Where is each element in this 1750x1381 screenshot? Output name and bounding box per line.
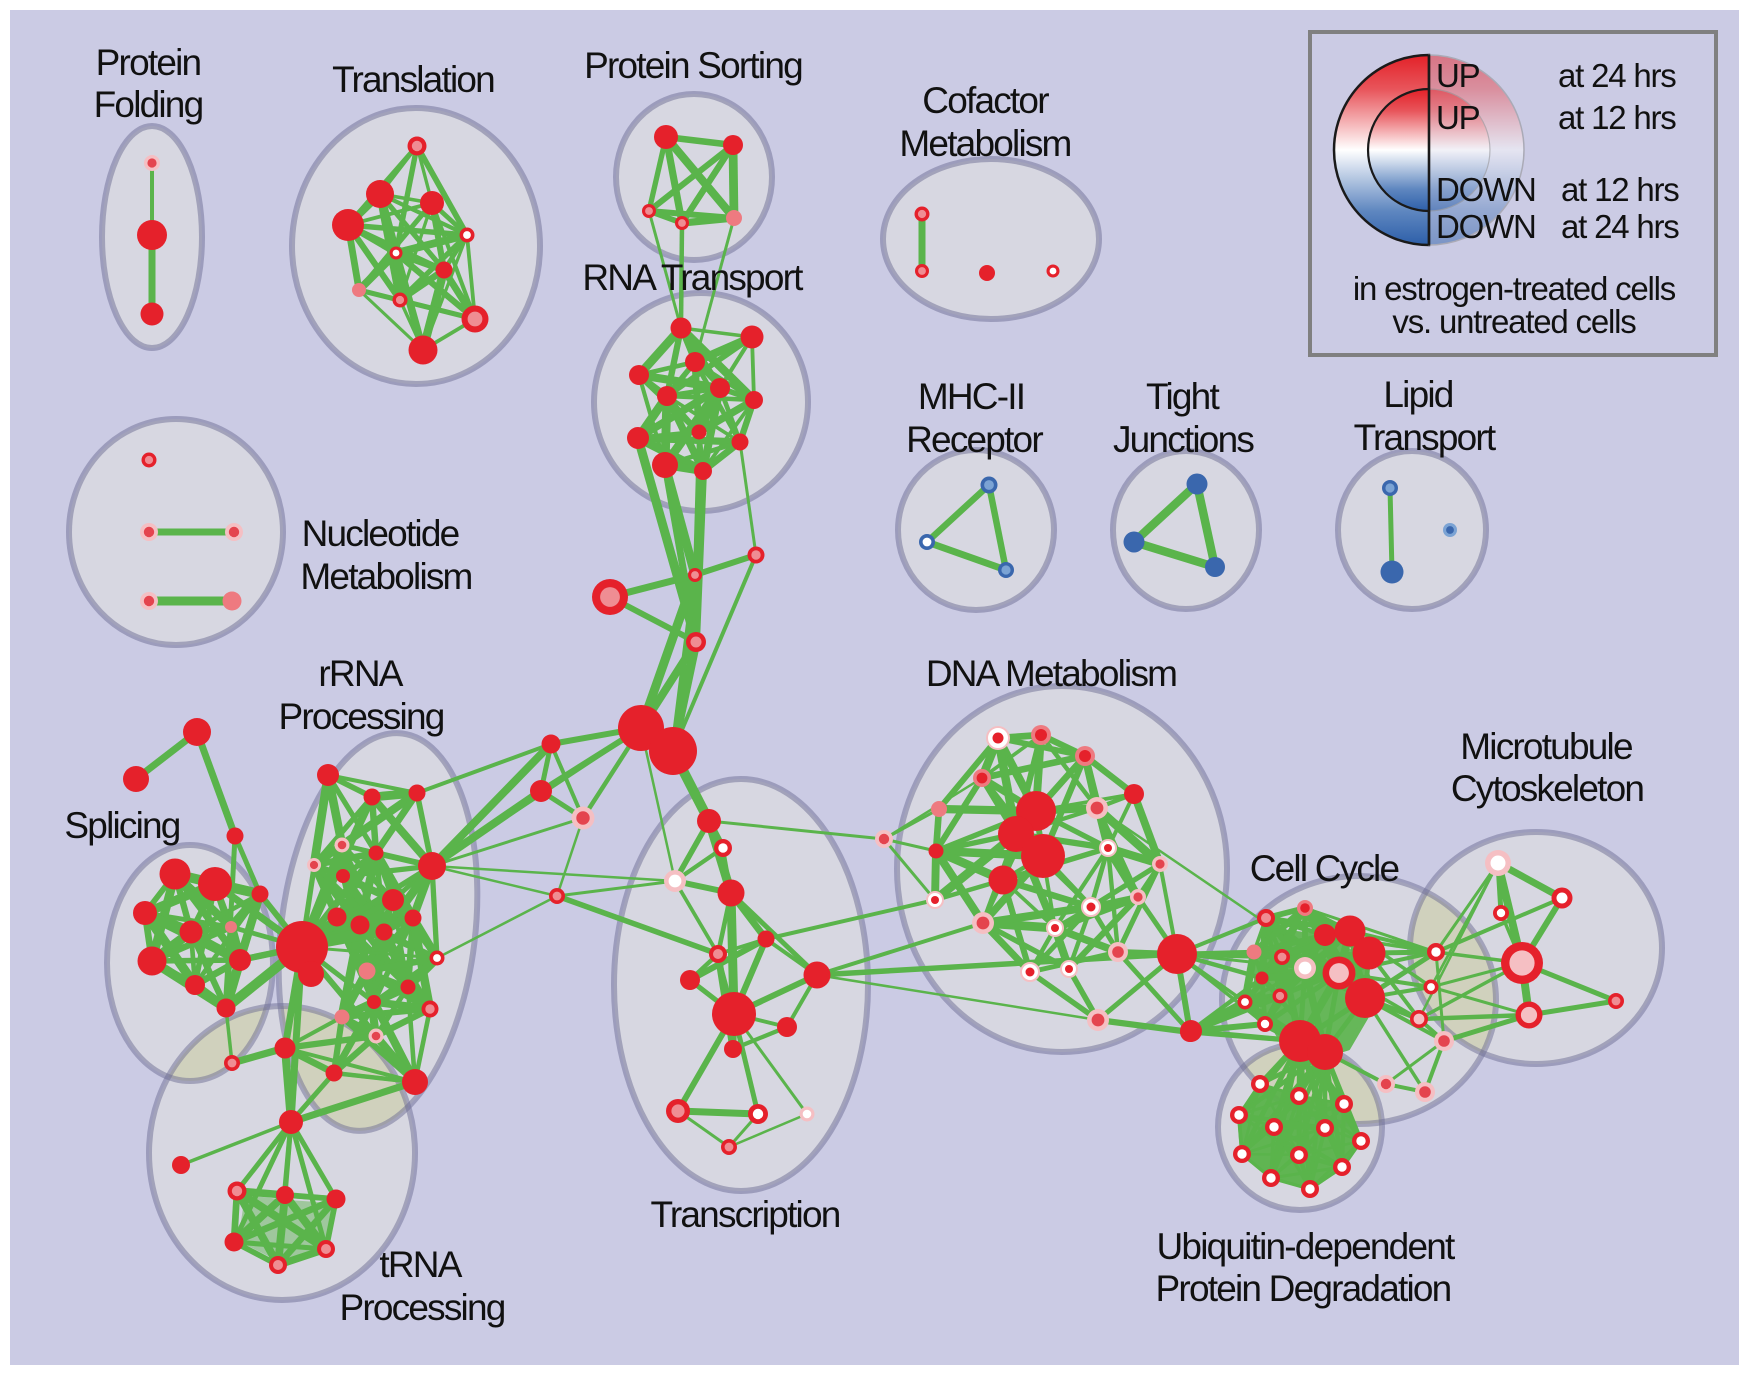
svg-text:vs. untreated cells: vs. untreated cells bbox=[1392, 303, 1636, 340]
svg-text:Protein Degradation: Protein Degradation bbox=[1156, 1268, 1451, 1309]
svg-text:UP: UP bbox=[1436, 57, 1480, 94]
svg-text:at 12 hrs: at 12 hrs bbox=[1561, 171, 1679, 208]
svg-text:tRNA: tRNA bbox=[379, 1244, 462, 1285]
svg-text:Receptor: Receptor bbox=[906, 419, 1043, 460]
svg-text:Processing: Processing bbox=[339, 1287, 504, 1328]
svg-text:Processing: Processing bbox=[278, 696, 443, 737]
svg-text:DNA Metabolism: DNA Metabolism bbox=[926, 653, 1176, 694]
svg-text:rRNA: rRNA bbox=[318, 653, 403, 694]
svg-text:Transcription: Transcription bbox=[650, 1194, 839, 1235]
svg-text:Folding: Folding bbox=[94, 84, 203, 125]
svg-text:Ubiquitin-dependent: Ubiquitin-dependent bbox=[1157, 1226, 1457, 1267]
svg-text:Nucleotide: Nucleotide bbox=[302, 513, 459, 554]
svg-text:RNA Transport: RNA Transport bbox=[582, 257, 804, 298]
svg-text:Splicing: Splicing bbox=[64, 805, 179, 846]
svg-text:Translation: Translation bbox=[332, 59, 494, 100]
svg-text:DOWN: DOWN bbox=[1436, 171, 1536, 208]
svg-text:Cytoskeleton: Cytoskeleton bbox=[1451, 768, 1644, 809]
svg-text:UP: UP bbox=[1436, 99, 1480, 136]
svg-text:Cell Cycle: Cell Cycle bbox=[1250, 848, 1399, 889]
svg-text:DOWN: DOWN bbox=[1436, 208, 1536, 245]
svg-text:Cofactor: Cofactor bbox=[922, 80, 1049, 121]
svg-text:MHC-II: MHC-II bbox=[918, 376, 1024, 417]
svg-text:Tight: Tight bbox=[1146, 376, 1220, 417]
svg-text:Microtubule: Microtubule bbox=[1460, 726, 1632, 767]
svg-text:Transport: Transport bbox=[1354, 417, 1497, 458]
svg-text:Protein Sorting: Protein Sorting bbox=[584, 45, 802, 86]
svg-text:Lipid: Lipid bbox=[1383, 374, 1452, 415]
svg-text:at 24 hrs: at 24 hrs bbox=[1558, 57, 1676, 94]
svg-text:Metabolism: Metabolism bbox=[899, 123, 1070, 164]
svg-text:in estrogen-treated cells: in estrogen-treated cells bbox=[1353, 270, 1676, 307]
svg-text:Protein: Protein bbox=[96, 42, 201, 83]
svg-text:at 12 hrs: at 12 hrs bbox=[1558, 99, 1676, 136]
svg-text:Junctions: Junctions bbox=[1113, 419, 1254, 460]
svg-text:Metabolism: Metabolism bbox=[300, 556, 471, 597]
svg-text:at 24 hrs: at 24 hrs bbox=[1561, 208, 1679, 245]
